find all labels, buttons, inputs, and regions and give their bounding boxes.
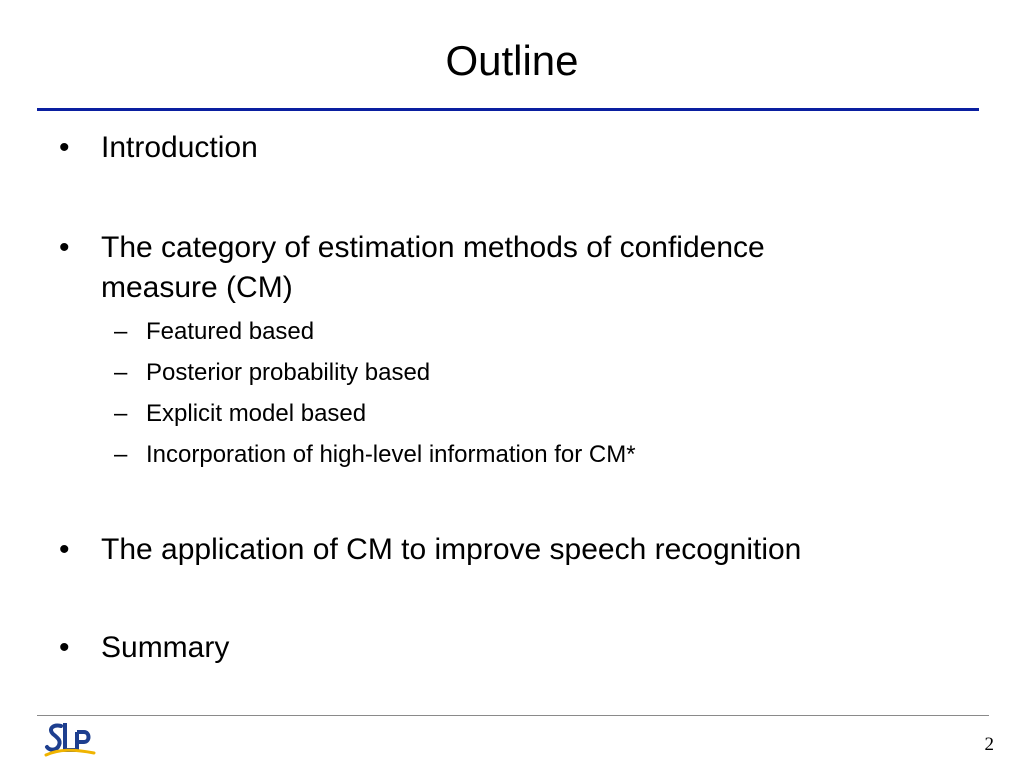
dash-icon: –	[114, 441, 128, 468]
bullet-icon: •	[59, 631, 70, 664]
list-item-text: Introduction	[101, 131, 258, 164]
bullet-icon: •	[59, 231, 70, 264]
sub-item-text: Incorporation of high-level information …	[146, 441, 636, 468]
title-divider	[37, 108, 979, 111]
page-number: 2	[984, 734, 995, 755]
slp-logo-icon	[44, 720, 96, 762]
sub-item-text: Posterior probability based	[146, 359, 431, 386]
sub-item-text: Explicit model based	[146, 400, 367, 427]
sub-item-text: Featured based	[146, 318, 315, 345]
bullet-icon: •	[59, 131, 70, 164]
slide-title: Outline	[445, 37, 579, 84]
footer-divider	[37, 715, 989, 716]
dash-icon: –	[114, 318, 128, 345]
dash-icon: –	[114, 359, 128, 386]
list-item-text: The application of CM to improve speech …	[101, 533, 802, 566]
bullet-icon: •	[59, 533, 70, 566]
list-item-text: The category of estimation methods of co…	[101, 231, 765, 304]
dash-icon: –	[114, 400, 128, 427]
list-item-text: Summary	[101, 631, 230, 664]
